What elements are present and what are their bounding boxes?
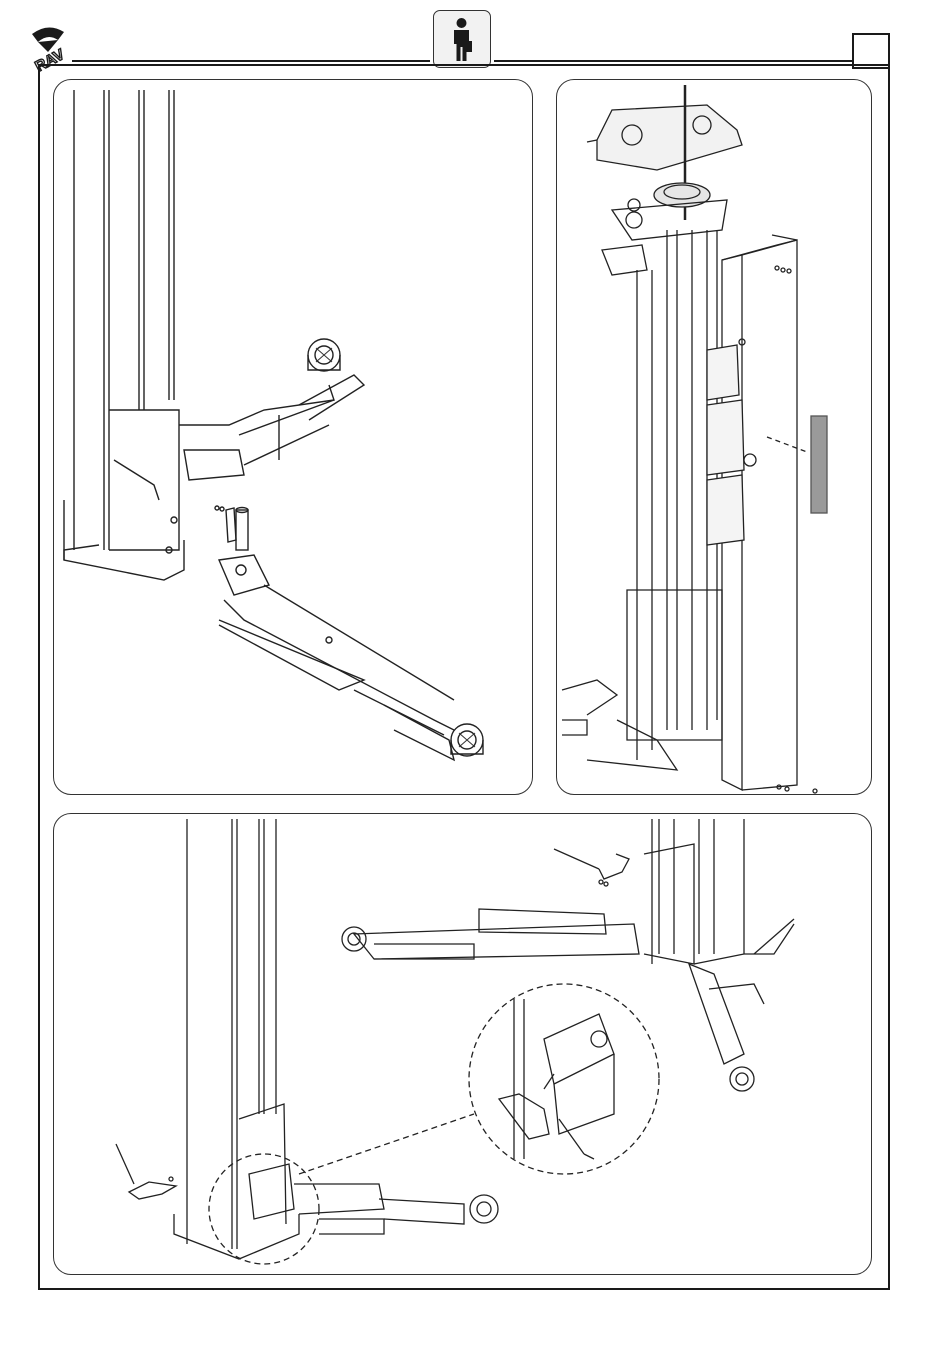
pulley-icon [602,183,727,275]
column-cover-icon [707,235,817,793]
lift-column-icon [644,819,794,964]
header-rule-left [72,60,430,62]
lift-arm-icon [294,1184,498,1234]
motor-cover-icon [587,105,742,170]
panel-column-assembly [556,79,872,795]
lock-bracket-icon [116,1144,176,1199]
arm-removal-illustration [54,80,532,794]
lift-arm-icon [166,339,483,760]
panel-arm-removal [53,79,533,795]
lock-bracket-icon [554,849,629,886]
panel-arm-lock-installation [53,813,872,1275]
lift-column-icon [174,819,299,1259]
lift-column-icon [64,90,184,580]
operator-icon [434,11,489,66]
operator-icon-box [433,10,491,68]
lift-column-icon [562,230,722,770]
header-rule-right [494,60,852,62]
arm-lock-illustration [54,814,871,1274]
column-assembly-illustration [557,80,871,794]
pin-icon [215,506,248,550]
detail-zoom-icon [469,984,659,1174]
lift-arm-icon [342,909,764,1091]
